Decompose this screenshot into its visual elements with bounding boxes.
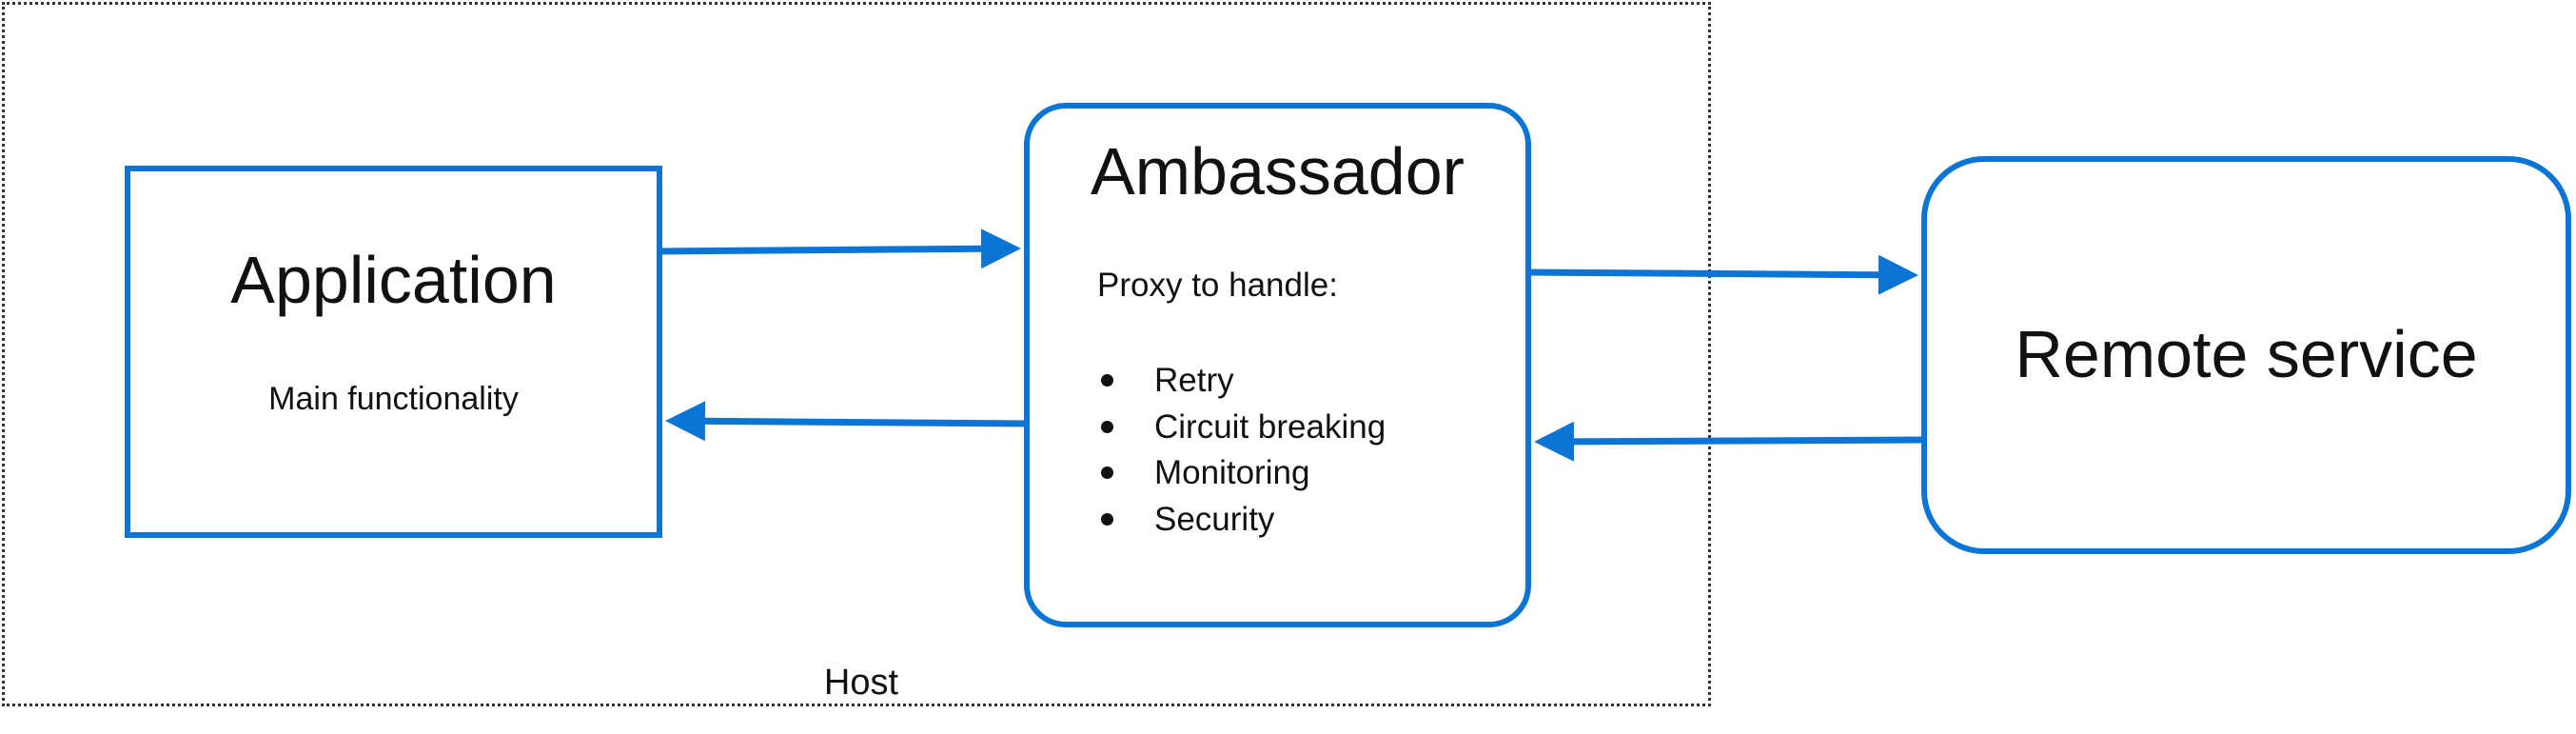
arrow-ambassador-to-remote: [1524, 254, 1918, 295]
feature-label: Circuit breaking: [1154, 407, 1386, 446]
application-title: Application: [230, 243, 557, 317]
application-box: [125, 166, 662, 538]
host-label: Host: [823, 663, 899, 703]
bullet-icon: [1101, 466, 1113, 479]
arrow-app-to-ambassador: [656, 228, 1021, 269]
arrow-ambassador-to-app: [665, 401, 1031, 442]
ambassador-intro: Proxy to handle:: [1097, 267, 1338, 304]
ambassador-box: [1024, 103, 1531, 627]
feature-item-retry: Retry: [1097, 358, 1386, 405]
remote-service-title: Remote service: [2015, 317, 2478, 391]
feature-item-security: Security: [1097, 497, 1386, 544]
remote-service-box: [1921, 156, 2571, 554]
feature-label: Retry: [1154, 362, 1234, 399]
feature-item-monitoring: Monitoring: [1097, 450, 1386, 497]
ambassador-feature-list: Retry Circuit breaking Monitoring Securi…: [1097, 358, 1386, 543]
application-subtitle: Main functionality: [268, 381, 519, 417]
bullet-icon: [1101, 420, 1113, 433]
bullet-icon: [1101, 512, 1113, 526]
feature-item-circuit-breaking: Circuit breaking: [1097, 405, 1386, 451]
feature-label: Monitoring: [1154, 454, 1310, 491]
arrow-remote-to-ambassador: [1534, 421, 1928, 462]
host-boundary: [2, 2, 1711, 706]
bullet-icon: [1101, 374, 1113, 387]
ambassador-title: Ambassador: [1091, 134, 1465, 208]
feature-label: Security: [1154, 500, 1275, 538]
